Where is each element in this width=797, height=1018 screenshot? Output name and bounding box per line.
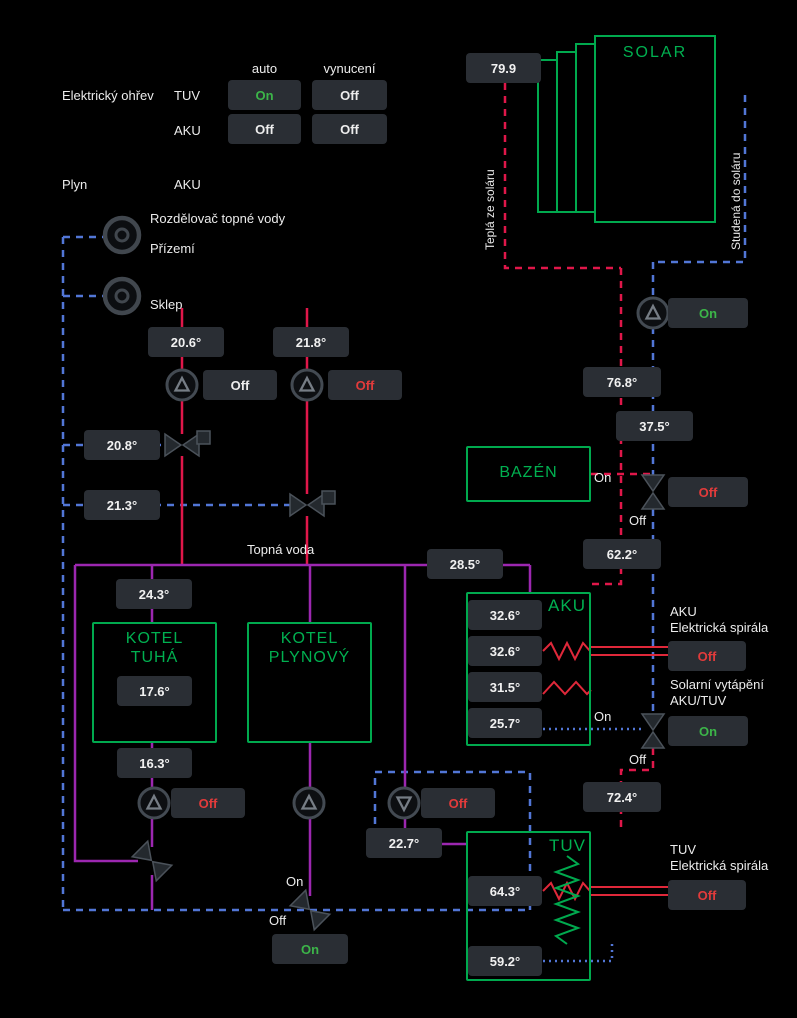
kotel-tuha-title-1: KOTEL [125, 630, 184, 647]
tuv-tank-box [466, 831, 591, 981]
pump-prizemi [165, 368, 199, 402]
label-tuv-spirala-1: TUV [670, 842, 696, 857]
kotel-tuha-title-2: TUHÁ [130, 649, 179, 666]
aku-electric-coil [542, 640, 591, 662]
btn-pump-solar[interactable]: On [668, 298, 748, 328]
btn-tuv-spirala[interactable]: Off [668, 880, 746, 910]
tuv-coil-wires [590, 886, 668, 896]
pipe-bypass [73, 565, 138, 863]
aku-solar-coil [542, 680, 592, 696]
column-header-auto: auto [251, 61, 278, 76]
temp-kotel-tuha: 17.6° [117, 676, 192, 706]
label-sklep: Sklep [150, 297, 183, 312]
label-tuv-row: TUV [174, 88, 200, 103]
btn-pump-mix[interactable]: Off [421, 788, 495, 818]
kotel-plynovy-box [247, 622, 372, 743]
aku-tank-title: AKU [548, 596, 586, 615]
label-tepla-ze-solaru: Teplá ze soláru [483, 169, 497, 250]
valve-heating-return [288, 888, 332, 932]
btn-aku-vynuceni[interactable]: Off [312, 114, 387, 144]
kotel-plynovy-title-2: PLYNOVÝ [268, 649, 351, 666]
manifold-prizemi [102, 215, 142, 255]
temp-supply: 28.5° [427, 549, 503, 579]
solar-panel-1 [594, 35, 716, 223]
label-bazen-valve-off: Off [629, 513, 647, 528]
solar-panels [537, 35, 716, 223]
label-plyn: Plyn [62, 177, 88, 192]
label-topna-voda: Topná voda [247, 542, 315, 557]
valve-prizemi [164, 430, 211, 458]
tuv-solar-coil [553, 855, 581, 945]
btn-solar-valve[interactable]: On [668, 716, 748, 746]
valve-sklep [289, 490, 336, 518]
column-header-vynuceni: vynucení [323, 61, 376, 76]
label-aku-spirala-1: AKU [670, 604, 697, 619]
btn-pump-prizemi[interactable]: Off [203, 370, 277, 400]
temp-prizemi: 20.6° [148, 327, 224, 357]
temp-return-prizemi: 20.8° [84, 430, 160, 460]
temp-aku-1: 32.6° [468, 600, 542, 630]
temp-tuv-bottom: 59.2° [468, 946, 542, 976]
pump-sklep [290, 368, 324, 402]
temp-tuv-top: 64.3° [468, 876, 542, 906]
btn-aku-auto[interactable]: Off [228, 114, 301, 144]
btn-pump-kotel-tuha[interactable]: Off [171, 788, 245, 818]
btn-tuv-auto[interactable]: On [228, 80, 301, 110]
btn-bazen-valve[interactable]: Off [668, 477, 748, 507]
pipe-solar-cold-down [653, 95, 747, 264]
pump-kotel-plyn [292, 786, 326, 820]
label-solar-valve-on: On [594, 709, 612, 724]
btn-heating-return-valve[interactable]: On [272, 934, 348, 964]
btn-pump-sklep[interactable]: Off [328, 370, 402, 400]
pump-solar [636, 296, 670, 330]
bazen-box [466, 446, 591, 502]
pump-mix [387, 786, 421, 820]
btn-tuv-vynuceni[interactable]: Off [312, 80, 387, 110]
label-solar-valve-2: AKU/TUV [670, 693, 727, 708]
kotel-plynovy-title-1: KOTEL [280, 630, 339, 647]
label-bazen-valve-on: On [594, 470, 612, 485]
temp-solar-panel: 79.9 [466, 53, 541, 83]
label-aku-spirala-2: Elektrická spirála [670, 620, 769, 635]
manifold-sklep [102, 276, 142, 316]
tuv-tank-title: TUV [549, 836, 586, 855]
temp-sklep: 21.8° [273, 327, 349, 357]
bazen-title: BAZÉN [499, 464, 558, 481]
label-studena-do-solaru: Studená do soláru [729, 152, 743, 250]
kotel-tuha-box [92, 622, 217, 743]
temp-return-sklep: 21.3° [84, 490, 160, 520]
temp-aku-3: 31.5° [468, 672, 542, 702]
pipe-return-mix [373, 770, 532, 910]
valve-solar-aku-tuv [640, 713, 666, 749]
label-prizemi: Přízemí [150, 241, 195, 256]
aku-tank-box [466, 592, 591, 746]
cold-dotted-pipes [543, 727, 642, 963]
label-tuv-spirala-2: Elektrická spirála [670, 858, 769, 873]
label-plyn-aku: AKU [174, 177, 201, 192]
temp-kotel-out: 16.3° [117, 748, 192, 778]
aku-coil-wires [590, 646, 668, 656]
temp-aku-4: 25.7° [468, 708, 542, 738]
temp-mix: 22.7° [366, 828, 442, 858]
label-rozdelovac: Rozdělovač topné vody [150, 211, 286, 226]
temp-aku-2: 32.6° [468, 636, 542, 666]
label-valve-off: Off [269, 913, 287, 928]
temp-solar-in-tuv: 72.4° [583, 782, 661, 812]
temp-solar-hot: 76.8° [583, 367, 661, 397]
pump-kotel-tuha [137, 786, 171, 820]
label-solar-valve-off: Off [629, 752, 647, 767]
valve-bazen [640, 474, 666, 510]
btn-aku-spirala[interactable]: Off [668, 641, 746, 671]
label-elektricky-ohrev: Elektrický ohřev [62, 88, 154, 103]
temp-solar-cold: 37.5° [616, 411, 693, 441]
label-aku-row: AKU [174, 123, 201, 138]
temp-kotel-in: 24.3° [116, 579, 192, 609]
solar-title: SOLAR [622, 44, 688, 61]
temp-bazen-in: 62.2° [583, 539, 661, 569]
valve-boiler-bypass [130, 839, 174, 883]
label-valve-on: On [286, 874, 304, 889]
label-solar-valve-1: Solarní vytápění [670, 677, 764, 692]
pipe-solar-hot-down [503, 83, 621, 270]
